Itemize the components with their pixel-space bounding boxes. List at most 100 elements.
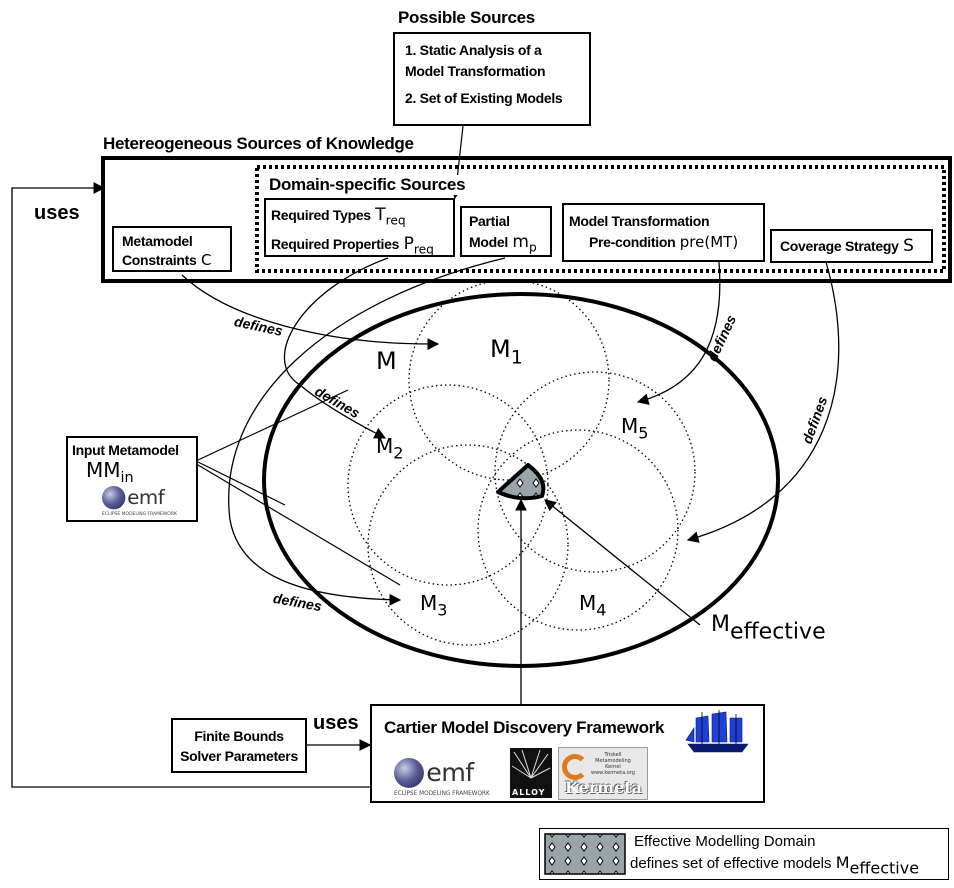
alloy-logo-text: ALLOY (512, 788, 546, 797)
label-M2-letter: M (376, 434, 394, 458)
kermeta-small-line1: Triskell (604, 752, 622, 758)
line-mm-upper (197, 389, 349, 461)
label-M3-sub: 3 (437, 600, 448, 620)
circle-m4 (477, 429, 679, 631)
kermeta-small-line4: www.kermeta.org (591, 770, 635, 776)
required-types-symbol-sub: req (385, 213, 406, 228)
metamodel-constraints-box: Metamodel Constraints C (112, 226, 232, 272)
partial-model-symbol-letter: m (512, 232, 529, 252)
possible-sources-box: 1. Static Analysis of a Model Transforma… (393, 32, 591, 126)
finite-bounds-line2: Solver Parameters (180, 748, 298, 764)
required-props-label: Required Properties (271, 236, 400, 253)
heterogeneous-frame (101, 156, 952, 283)
possible-source-1-line1: 1. Static Analysis of a (405, 42, 542, 58)
required-box: Required Types Treq Required Properties … (264, 198, 455, 257)
legend-swatch (544, 833, 626, 875)
mt-precondition-line2: Pre-condition (589, 234, 676, 250)
heterogeneous-title: Hetereogeneous Sources of Knowledge (103, 134, 414, 153)
label-M-effective-letter: M (711, 612, 730, 637)
label-M3: M3 (420, 591, 447, 620)
legend-symbol: Meffective (835, 853, 919, 878)
label-M1-sub: 1 (510, 346, 523, 369)
finite-bounds-box: Finite Bounds Solver Parameters (171, 718, 307, 773)
legend-symbol-letter: M (835, 853, 850, 872)
possible-source-1-line2: Model Transformation (405, 63, 546, 79)
partial-model-symbol: mp (512, 232, 537, 255)
label-M2-sub: 2 (393, 443, 404, 463)
emf-logo-small: emf ECLIPSE MODELING FRAMEWORK (102, 486, 177, 517)
input-metamodel-label: Input Metamodel (72, 442, 179, 458)
label-M4-sub: 4 (596, 600, 607, 620)
circle-m3 (367, 444, 569, 646)
legend-line1: Effective Modelling Domain (634, 833, 816, 850)
emf-logo-tag-large: ECLIPSE MODELING FRAMEWORK (394, 790, 490, 798)
ship-icon (685, 710, 749, 753)
alloy-logo: ALLOY (510, 748, 552, 798)
possible-source-2: 2. Set of Existing Models (405, 90, 563, 106)
metamodel-constraints-line1: Metamodel (122, 233, 193, 249)
input-metamodel-symbol: MMin (72, 459, 196, 489)
kermeta-small-text: Triskell Metamodeling Kernel www.kermeta… (591, 752, 635, 776)
input-metamodel-symbol-letter: MM (86, 458, 121, 482)
label-M1: M1 (490, 335, 523, 369)
mt-precondition-box: Model Transformation Pre-condition pre(M… (562, 203, 765, 262)
line-mm-lower (197, 464, 401, 586)
label-M: M (376, 347, 397, 375)
label-M2: M2 (376, 434, 403, 463)
label-M5: M5 (621, 414, 648, 443)
mt-precondition-line1: Model Transformation (569, 213, 710, 229)
kermeta-small-line3: Kernel (605, 764, 621, 770)
effective-domain-shape (496, 463, 546, 501)
mt-precondition-symbol: pre(MT) (679, 233, 739, 251)
coverage-strategy-symbol: S (903, 236, 914, 256)
label-M4-letter: M (579, 591, 597, 615)
arrow-partial-defines (228, 257, 506, 606)
emf-ball-icon (102, 486, 126, 510)
required-props-row: Required Properties Preq (271, 232, 453, 261)
label-M-effective: Meffective (711, 612, 826, 645)
partial-model-symbol-sub: p (528, 240, 537, 255)
mt-precondition-row2: Pre-condition pre(MT) (569, 231, 763, 254)
circle-m1 (408, 279, 610, 481)
legend-symbol-sub: effective (849, 858, 920, 878)
arrow-required-defines (283, 257, 389, 439)
emf-logo-word: emf (127, 486, 165, 509)
kermeta-swirl-icon (562, 754, 588, 780)
required-types-row: Required Types Treq (271, 203, 453, 232)
label-M1-letter: M (490, 335, 511, 363)
partial-model-box: Partial Model mp (460, 206, 552, 257)
kermeta-small-line2: Metamodeling (595, 758, 631, 764)
cartier-box: Cartier Model Discovery Framework emf EC… (370, 704, 765, 803)
possible-sources-title: Possible Sources (398, 8, 535, 27)
arrow-meffective-label (544, 499, 701, 626)
line-mm-middle (197, 461, 286, 506)
arrow-coverage-defines (686, 261, 840, 543)
legend-line2-row: defines set of effective models Meffecti… (630, 853, 919, 878)
partial-model-line2: Model (469, 234, 508, 250)
metamodel-constraints-line2-row: Constraints C (122, 250, 230, 271)
coverage-strategy-label: Coverage Strategy (780, 238, 899, 254)
cartier-title: Cartier Model Discovery Framework (384, 718, 665, 737)
domain-specific-frame (255, 165, 946, 273)
label-M3-letter: M (420, 591, 438, 615)
required-types-label: Required Types (271, 207, 371, 223)
uses-label-bottom: uses (313, 712, 359, 734)
emf-logo-large: emf ECLIPSE MODELING FRAMEWORK (394, 758, 490, 797)
arrow-mt-defines (636, 261, 721, 405)
legend-line2: defines set of effective models (630, 855, 832, 872)
emf-logo-word-large: emf (426, 758, 474, 788)
required-types-symbol: Treq (375, 205, 406, 228)
required-types-symbol-letter: T (375, 205, 386, 225)
label-M4: M4 (579, 591, 606, 620)
kermeta-logo: Triskell Metamodeling Kernel www.kermeta… (558, 747, 648, 800)
alloy-logo-graphic (511, 749, 551, 779)
label-M-effective-sub: effective (729, 619, 826, 645)
uses-loop-line (11, 182, 370, 788)
emf-logo-tag: ECLIPSE MODELING FRAMEWORK (102, 511, 177, 517)
label-M5-sub: 5 (638, 423, 649, 443)
input-metamodel-box: Input Metamodel MMin emf ECLIPSE MODELIN… (66, 436, 198, 522)
label-M5-letter: M (621, 414, 639, 438)
legend-box (539, 828, 949, 880)
domain-specific-title: Domain-specific Sources (266, 175, 469, 195)
